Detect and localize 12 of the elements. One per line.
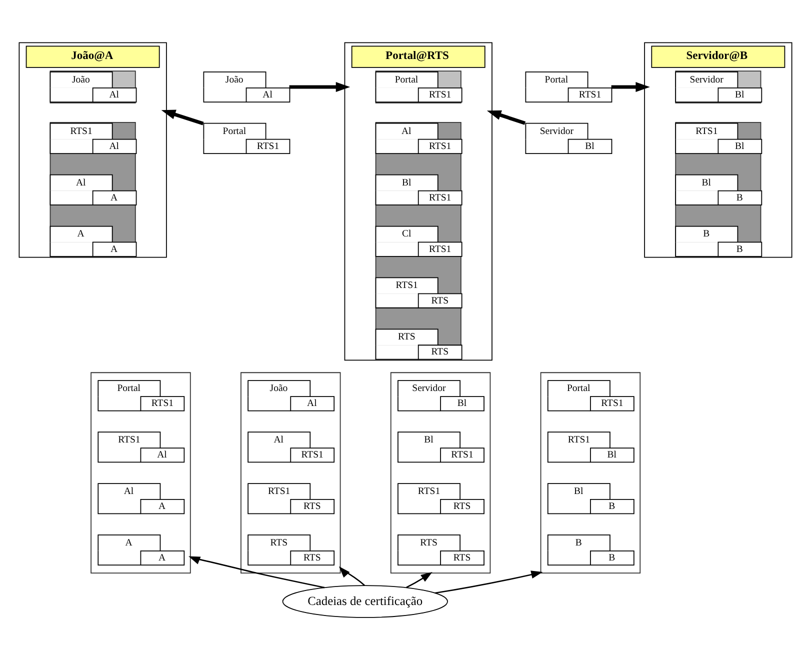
arrow [435, 570, 543, 594]
node-ellipse: Cadeias de certificação [282, 585, 448, 618]
arrow [611, 82, 650, 92]
cluster [390, 372, 491, 574]
arrow [406, 572, 432, 588]
cluster [540, 372, 641, 574]
arrow [338, 566, 365, 586]
cluster [240, 372, 341, 574]
cluster [90, 372, 191, 574]
arrow [486, 110, 526, 125]
arrow [161, 110, 204, 126]
arrow [289, 82, 350, 92]
